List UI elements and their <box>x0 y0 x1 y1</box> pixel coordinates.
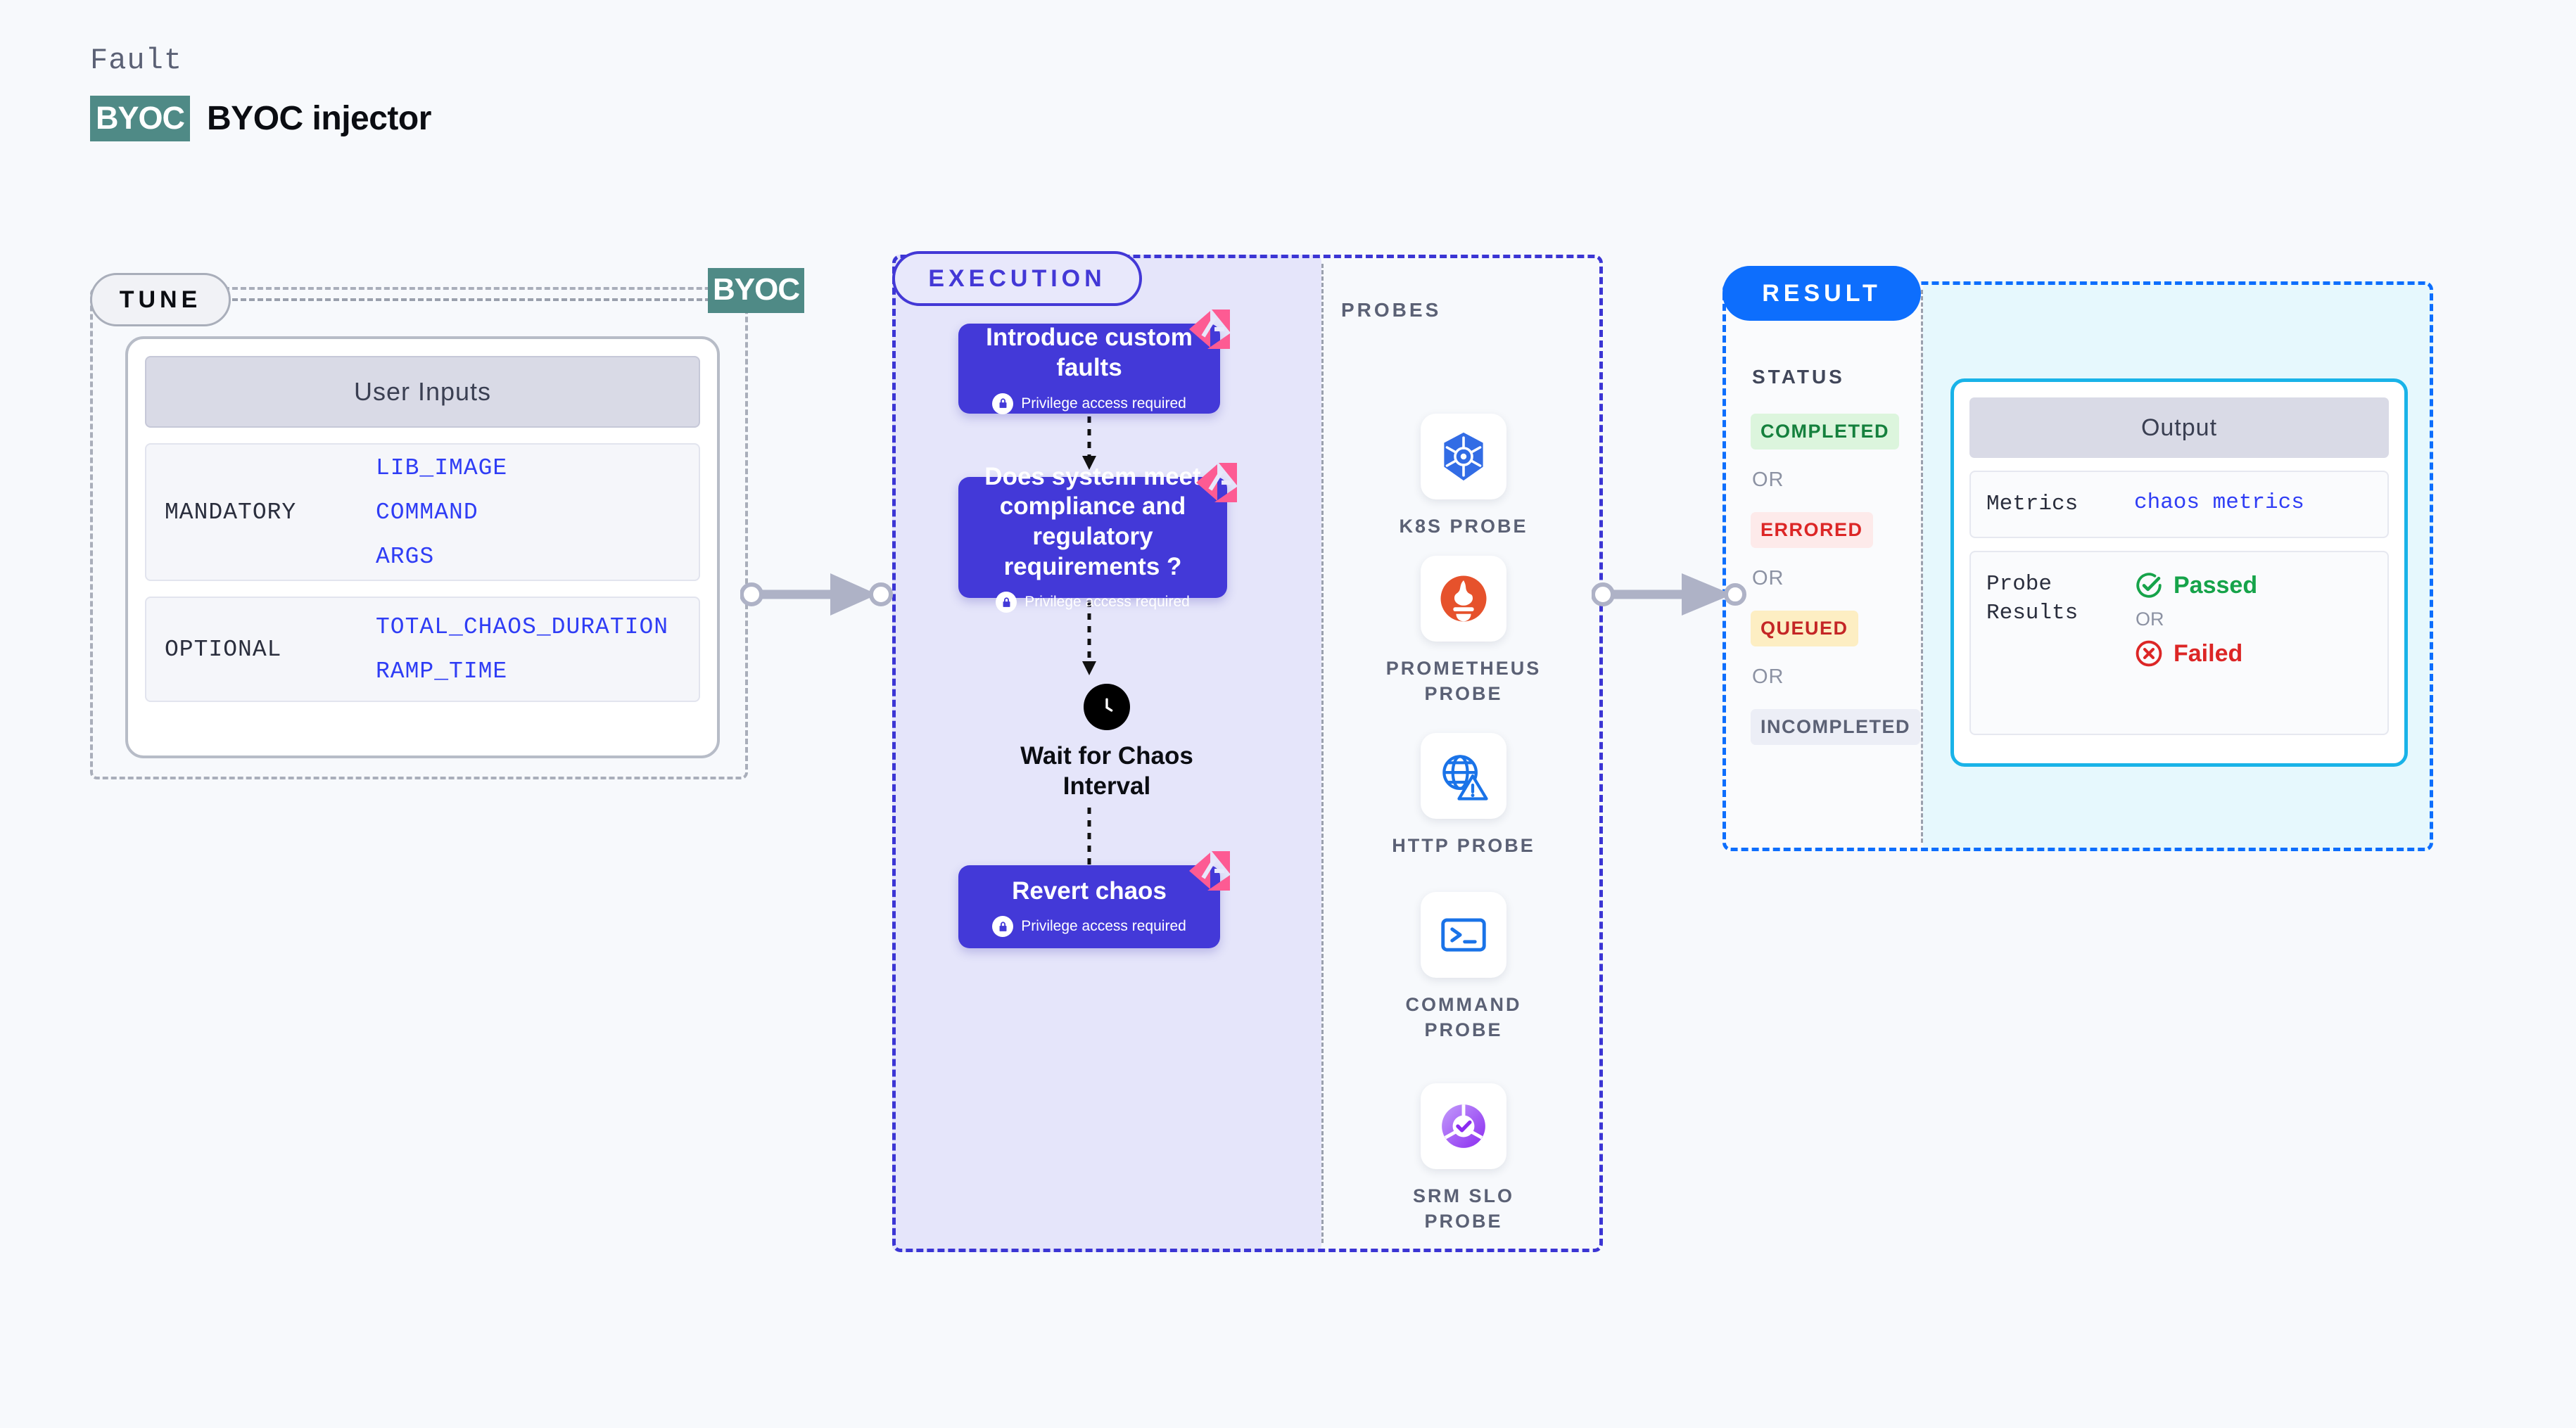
execution-probes-panel <box>892 255 1603 1252</box>
probe-label: SRM SLO PROBE <box>1412 1185 1514 1232</box>
probe-srm-slo[interactable]: SRM SLO PROBE <box>1376 1083 1552 1235</box>
probe-result-passed: Passed <box>2134 570 2257 600</box>
result-divider <box>1921 290 1923 843</box>
privilege-text: Privilege access required <box>1021 918 1186 935</box>
optional-group: OPTIONAL TOTAL_CHAOS_DURATION RAMP_TIME <box>145 597 700 702</box>
mandatory-label: MANDATORY <box>165 499 297 525</box>
execution-background <box>892 255 1321 1252</box>
flow-arrow-1 <box>1082 416 1096 470</box>
eyebrow-label: Fault <box>90 44 183 77</box>
byoc-badge: BYOC <box>90 96 191 141</box>
byoc-edge-badge: BYOC <box>708 268 805 313</box>
passed-label: Passed <box>2174 571 2258 599</box>
page-header: Fault BYOC BYOC injector <box>90 44 431 141</box>
clock-icon <box>1084 684 1130 730</box>
probe-label: PROMETHEUS PROBE <box>1385 658 1542 705</box>
http-globe-icon <box>1421 733 1506 819</box>
lock-icon <box>996 592 1017 613</box>
execution-node-compliance-check[interactable]: Does system meet compliance and regulato… <box>958 463 1237 613</box>
node-title: Introduce custom faults <box>986 324 1193 381</box>
output-header: Output <box>1969 397 2389 458</box>
execution-node-revert-chaos[interactable]: Revert chaos Privilege access required <box>958 851 1230 948</box>
tune-card: User Inputs MANDATORY LIB_IMAGE COMMAND … <box>125 336 720 758</box>
status-badge-completed: COMPLETED <box>1751 414 1900 450</box>
input-total-chaos-duration[interactable]: TOTAL_CHAOS_DURATION <box>376 614 669 640</box>
kubernetes-icon <box>1421 414 1506 499</box>
node-title: Revert chaos <box>1012 876 1167 905</box>
or-label-2: OR <box>1752 567 1784 589</box>
mandatory-group: MANDATORY LIB_IMAGE COMMAND ARGS <box>145 443 700 581</box>
input-lib-image[interactable]: LIB_IMAGE <box>376 454 508 481</box>
probes-label: PROBES <box>1341 299 1442 321</box>
tune-edge-dash <box>232 298 711 301</box>
privilege-note: Privilege access required <box>992 393 1186 414</box>
execution-pill[interactable]: EXECUTION <box>892 251 1142 306</box>
status-badge-incompleted: INCOMPLETED <box>1751 709 1921 745</box>
probe-results-values: Passed OR Failed <box>2134 570 2257 668</box>
tune-panel <box>90 287 748 779</box>
probe-prometheus[interactable]: PROMETHEUS PROBE <box>1376 556 1552 707</box>
probe-result-failed: Failed <box>2134 639 2257 668</box>
probe-label: HTTP PROBE <box>1392 835 1535 856</box>
optional-label: OPTIONAL <box>165 636 282 663</box>
prometheus-icon <box>1421 556 1506 642</box>
x-circle-icon <box>2136 640 2162 667</box>
probe-command[interactable]: COMMAND PROBE <box>1376 892 1552 1043</box>
terminal-icon <box>1421 892 1506 978</box>
input-args[interactable]: ARGS <box>376 543 435 570</box>
tune-pill[interactable]: TUNE <box>90 273 231 326</box>
probe-results-label: Probe Results <box>1986 572 2079 625</box>
probes-divider <box>1321 264 1324 1243</box>
probe-label: K8S PROBE <box>1399 516 1528 537</box>
privilege-note: Privilege access required <box>996 592 1190 613</box>
probe-k8s[interactable]: K8S PROBE <box>1376 414 1552 539</box>
execution-node-wait-interval[interactable]: Wait for Chaos Interval <box>984 684 1230 801</box>
metrics-label: Metrics <box>1986 492 2079 516</box>
connector-execution-to-result <box>1592 573 1746 616</box>
input-ramp-time[interactable]: RAMP_TIME <box>376 658 508 684</box>
input-command[interactable]: COMMAND <box>376 499 478 525</box>
output-card: Output Metrics chaos metrics Probe Resul… <box>1950 378 2408 767</box>
probe-http[interactable]: HTTP PROBE <box>1376 733 1552 858</box>
status-badge-errored: ERRORED <box>1751 512 1873 548</box>
page-title: BYOC injector <box>207 100 431 137</box>
srm-slo-icon <box>1421 1083 1506 1169</box>
or-label-1: OR <box>1752 468 1784 491</box>
flow-arrow-2 <box>1082 601 1096 675</box>
probe-label: COMMAND PROBE <box>1405 994 1522 1041</box>
node-title: Does system meet compliance and regulato… <box>984 462 1201 580</box>
title-row: BYOC BYOC injector <box>90 96 431 141</box>
result-status-background <box>1722 281 1921 851</box>
probe-or-label: OR <box>2136 608 2164 630</box>
execution-node-introduce-faults[interactable]: Introduce custom faults Privilege access… <box>958 310 1230 414</box>
check-circle-icon <box>2136 573 2162 598</box>
or-label-3: OR <box>1752 665 1784 688</box>
lock-icon <box>992 916 1014 938</box>
output-metrics-row: Metrics chaos metrics <box>1969 471 2389 539</box>
node-title: Wait for Chaos Interval <box>1020 742 1193 800</box>
user-inputs-header: User Inputs <box>145 356 700 428</box>
result-panel <box>1722 281 2433 851</box>
privilege-note: Privilege access required <box>992 916 1186 938</box>
lock-icon <box>992 393 1014 414</box>
status-badge-queued: QUEUED <box>1751 611 1858 646</box>
status-label: STATUS <box>1752 366 1845 388</box>
privilege-text: Privilege access required <box>1024 594 1190 611</box>
metrics-value[interactable]: chaos metrics <box>2134 490 2304 515</box>
connector-tune-to-execution <box>740 573 893 616</box>
result-pill[interactable]: RESULT <box>1722 266 1921 321</box>
failed-label: Failed <box>2174 639 2243 667</box>
output-probe-results-row: Probe Results Passed OR Failed <box>1969 551 2389 736</box>
privilege-text: Privilege access required <box>1021 395 1186 412</box>
